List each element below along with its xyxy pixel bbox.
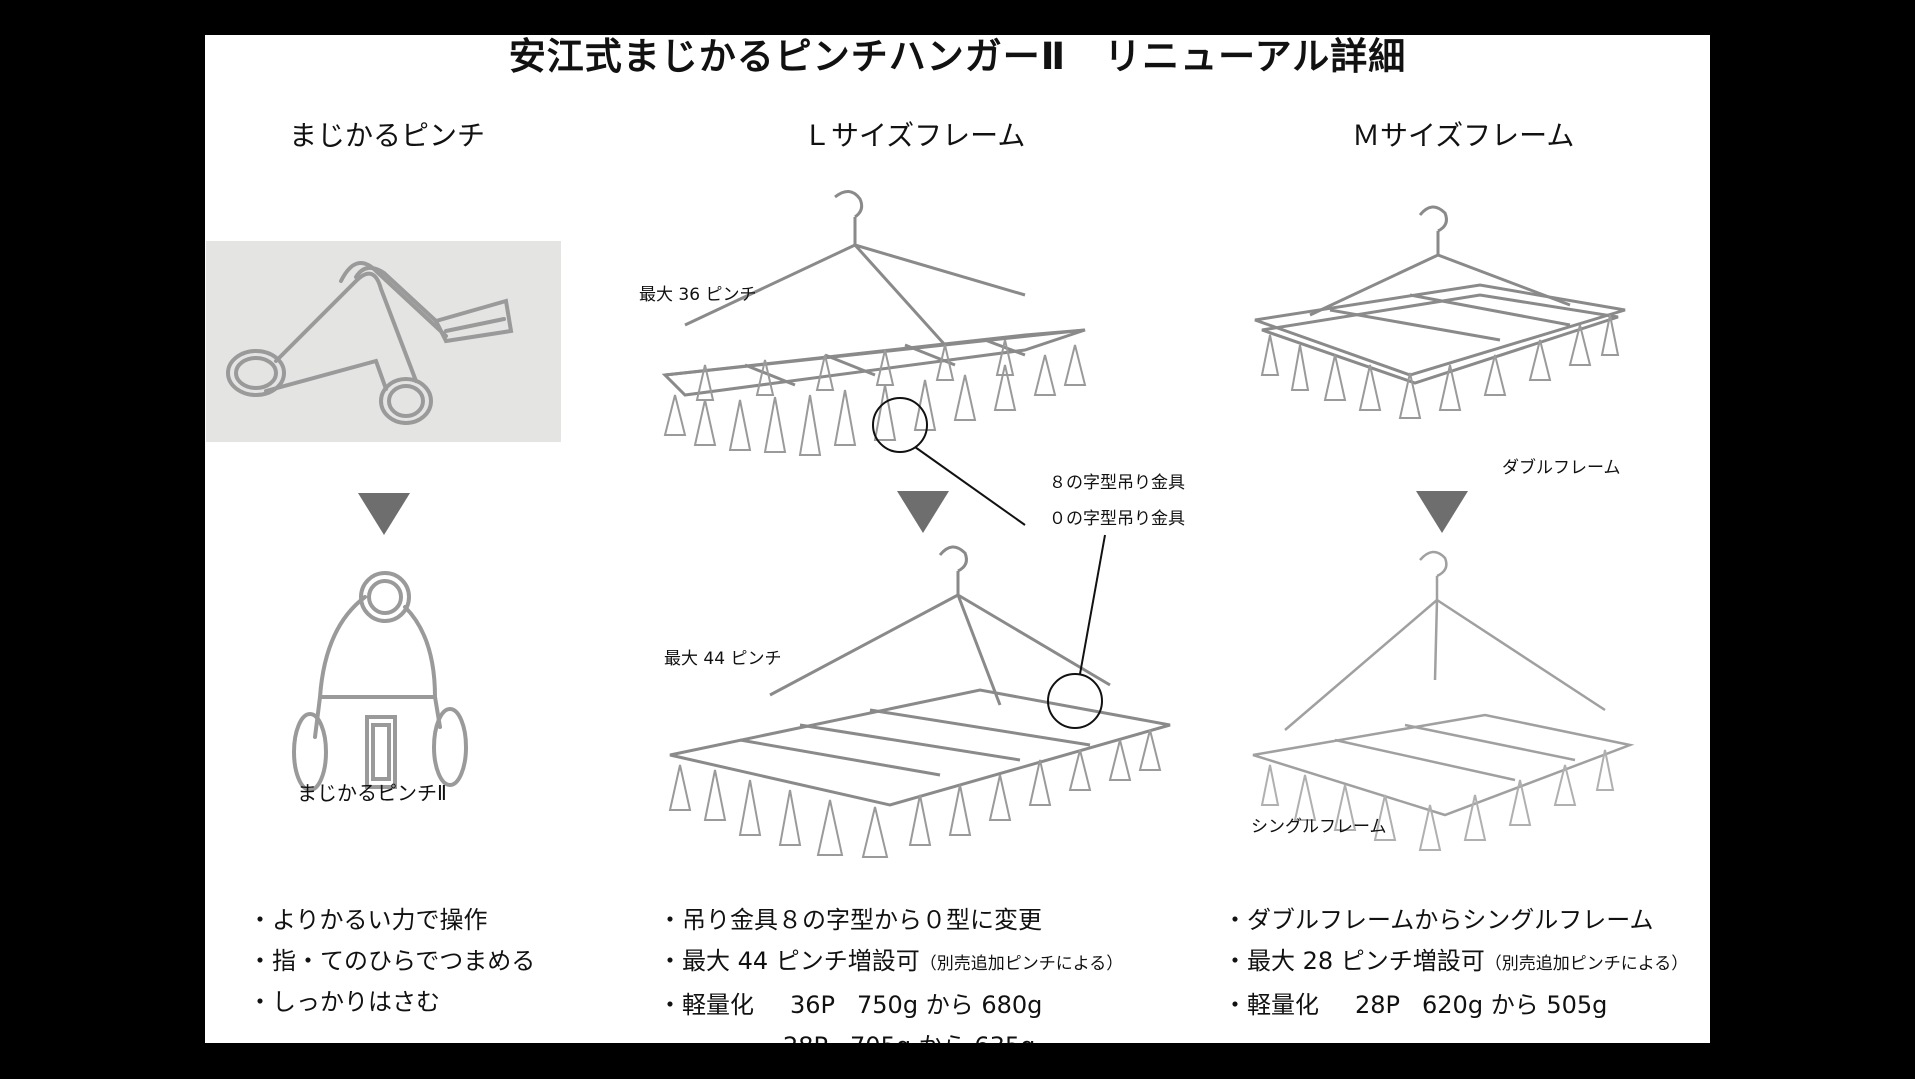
callout-0-type: ０の字型吊り金具 xyxy=(1049,509,1185,529)
heading-pinch: まじかるピンチ xyxy=(289,119,486,152)
m-frame-bullets: ・ダブルフレームからシングルフレーム ・最大 28 ピンチ増設可（別売追加ピンチ… xyxy=(1223,900,1688,1026)
down-triangle-icon xyxy=(897,491,949,533)
m-frame-hanger-bottom xyxy=(1252,550,1635,851)
slide: 安江式まじかるピンチハンガーⅡ リニューアル詳細 まじかるピンチ Ｌサイズフレー… xyxy=(205,35,1710,1043)
l-frame-bullet: ・最大 44 ピンチ増設可（別売追加ピンチによる） xyxy=(658,947,1124,975)
l-frame-hanger-bottom xyxy=(668,534,1171,858)
l-frame-bullet: ・吊り金具８の字型から０型に変更 xyxy=(658,906,1042,934)
heading-l-frame: Ｌサイズフレーム xyxy=(803,119,1026,152)
pinch-bullet: ・よりかるい力で操作 xyxy=(248,906,488,934)
callout-circle-8 xyxy=(872,397,928,453)
old-pinch-illustration xyxy=(226,261,514,425)
m-frame-bullet: ・ダブルフレームからシングルフレーム xyxy=(1223,906,1654,934)
caption-new-pinch: まじかるピンチⅡ xyxy=(297,781,447,805)
l-frame-bullets: ・吊り金具８の字型から０型に変更 ・最大 44 ピンチ増設可（別売追加ピンチによ… xyxy=(658,900,1123,1043)
callout-8-type: ８の字型吊り金具 xyxy=(1049,473,1185,493)
label-l-max-44: 最大 44 ピンチ xyxy=(664,649,782,669)
down-triangle-icon xyxy=(358,493,410,535)
m-frame-bullet: ・最大 28 ピンチ増設可（別売追加ピンチによる） xyxy=(1223,947,1689,975)
label-double-frame: ダブルフレーム xyxy=(1502,458,1621,478)
down-triangle-icon xyxy=(1416,491,1468,533)
page-title: 安江式まじかるピンチハンガーⅡ リニューアル詳細 xyxy=(508,35,1407,78)
l-frame-hanger-top xyxy=(661,190,1087,526)
new-pinch-illustration xyxy=(292,571,468,792)
callout-circle-0 xyxy=(1047,673,1103,729)
label-l-max-36: 最大 36 ピンチ xyxy=(639,285,757,305)
label-single-frame: シングルフレーム xyxy=(1251,817,1387,837)
pinch-bullet: ・指・てのひらでつまめる xyxy=(248,947,536,975)
l-frame-bullet: 28P705g から 635g xyxy=(658,1026,1123,1043)
pinch-bullet: ・しっかりはさむ xyxy=(248,988,440,1016)
m-frame-hanger-top xyxy=(1254,205,1626,419)
old-pinch-photo xyxy=(206,241,561,442)
pinch-bullets: ・よりかるい力で操作 ・指・てのひらでつまめる ・しっかりはさむ xyxy=(248,900,535,1023)
heading-m-frame: Ｍサイズフレーム xyxy=(1352,119,1575,152)
